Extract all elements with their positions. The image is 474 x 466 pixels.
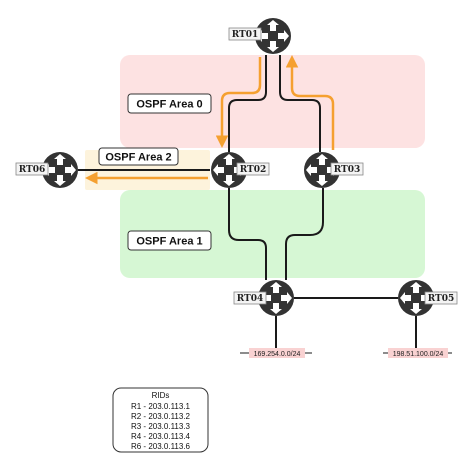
rt06-label-frame: [15, 162, 49, 176]
rt02-label: RT02: [240, 165, 267, 175]
flow-arrow-rt01-to-rt02: [215, 57, 262, 148]
area2-label: OSPF Area 2: [105, 152, 171, 164]
rt04-label: RT04: [237, 294, 264, 304]
rt06-label: RT06: [19, 165, 46, 175]
link-rt03-rt04: [285, 188, 324, 280]
rt01-label-frame: [228, 27, 262, 41]
rid-line: R3 - 203.0.113.3: [131, 422, 191, 431]
rid-line: R2 - 203.0.113.2: [131, 412, 191, 421]
net2-label-bg: [388, 348, 448, 358]
area1-label-frame: [127, 230, 212, 251]
link-rt01-rt03: [279, 55, 321, 152]
rids-frame: [112, 387, 209, 453]
rid-line: R4 - 203.0.113.4: [131, 432, 191, 441]
area0-label-box: OSPF Area 0: [127, 93, 212, 114]
network-198: 198.51.100.0/24: [383, 348, 452, 358]
net1-label-bg: [249, 348, 305, 358]
area2-label-frame: [98, 147, 179, 166]
rids-legend: RIDs R1 - 203.0.113.1 R2 - 203.0.113.2 R…: [112, 387, 209, 453]
area0-region: [120, 55, 425, 148]
area0-label: OSPF Area 0: [136, 99, 202, 111]
router-labels: RT01 RT02 RT03 RT04 RT05 RT06: [15, 27, 458, 305]
net1-label: 169.254.0.0/24: [254, 351, 301, 358]
rt02-label-frame: [236, 162, 270, 176]
rt03-label: RT03: [334, 165, 361, 175]
rt04-label-frame: [233, 291, 267, 305]
rt01-label: RT01: [232, 30, 259, 40]
flow-arrows: [85, 55, 335, 185]
rt05-label-frame: [424, 291, 458, 305]
area1-region: [120, 190, 425, 278]
area0-label-frame: [127, 93, 212, 114]
rid-line: R6 - 203.0.113.6: [131, 442, 191, 451]
area1-label-box: OSPF Area 1: [127, 230, 212, 251]
network-169: 169.254.0.0/24: [240, 348, 312, 358]
rt05-label: RT05: [428, 294, 455, 304]
area1-label: OSPF Area 1: [136, 236, 202, 248]
rids-title: RIDs: [152, 391, 170, 400]
rt03-label-frame: [330, 162, 364, 176]
link-rt02-rt04: [228, 188, 267, 280]
flow-arrow-rt03-to-rt01: [285, 55, 335, 150]
area2-label-box: OSPF Area 2: [98, 147, 179, 166]
rid-line: R1 - 203.0.113.1: [131, 402, 191, 411]
net2-label: 198.51.100.0/24: [393, 351, 444, 358]
links: [78, 55, 417, 350]
link-rt01-rt02: [228, 55, 267, 152]
